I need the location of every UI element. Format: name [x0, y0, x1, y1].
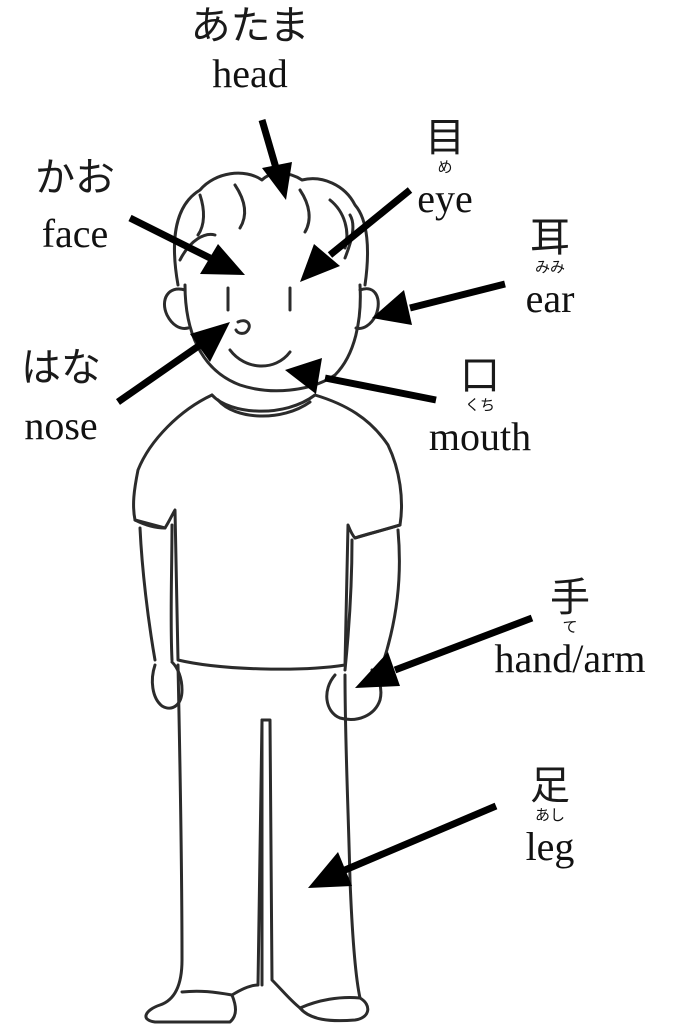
label-head-en: head — [212, 51, 288, 96]
shirt — [132, 393, 403, 671]
label-nose-en: nose — [24, 403, 98, 448]
arm-left — [138, 526, 157, 662]
label-nose-jp: はな — [21, 345, 101, 391]
arrow-leg — [308, 802, 498, 888]
trousers — [144, 663, 370, 1024]
arrow-ear — [372, 280, 506, 325]
label-face: かお face — [20, 158, 130, 254]
label-eye-furigana: め — [437, 158, 453, 176]
arrow-mouth — [285, 358, 437, 404]
label-hand-en: hand/arm — [494, 636, 646, 681]
label-ear: 耳 みみ ear — [510, 218, 590, 319]
label-mouth-en: mouth — [428, 414, 532, 459]
arrow-nose — [116, 322, 230, 405]
nose — [234, 319, 251, 335]
arrow-eye — [300, 187, 413, 282]
label-leg-en: leg — [525, 824, 575, 869]
label-eye: 目 め eye — [410, 118, 480, 219]
label-eye-jp: 目 — [425, 115, 465, 161]
mouth — [228, 348, 292, 368]
label-face-en: face — [41, 211, 109, 256]
label-leg-jp: 足 — [530, 763, 570, 809]
label-leg: 足 あし leg — [505, 766, 595, 867]
arm-right — [343, 538, 354, 672]
label-mouth-furigana: くち — [464, 396, 495, 414]
label-hand-jp: 手 — [550, 575, 590, 621]
hair — [172, 171, 370, 287]
label-hand-furigana: て — [562, 618, 578, 636]
label-face-jp: かお — [35, 155, 115, 201]
arrow-face — [128, 214, 245, 275]
arrow-hand — [355, 614, 534, 688]
label-hand: 手 て hand/arm — [470, 578, 670, 679]
label-leg-furigana: あし — [534, 806, 565, 824]
arrow-head — [258, 119, 292, 200]
label-ear-en: ear — [525, 276, 575, 321]
label-head-jp: あたま — [190, 3, 310, 49]
label-ear-jp: 耳 — [530, 215, 570, 261]
ear-left — [162, 287, 190, 330]
label-mouth-jp: 口 — [460, 353, 500, 399]
label-eye-en: eye — [417, 176, 473, 221]
label-mouth: 口 くち mouth — [410, 356, 550, 457]
label-ear-furigana: みみ — [534, 258, 565, 276]
label-head: あたま head — [180, 6, 320, 94]
label-nose: はな nose — [6, 348, 116, 446]
